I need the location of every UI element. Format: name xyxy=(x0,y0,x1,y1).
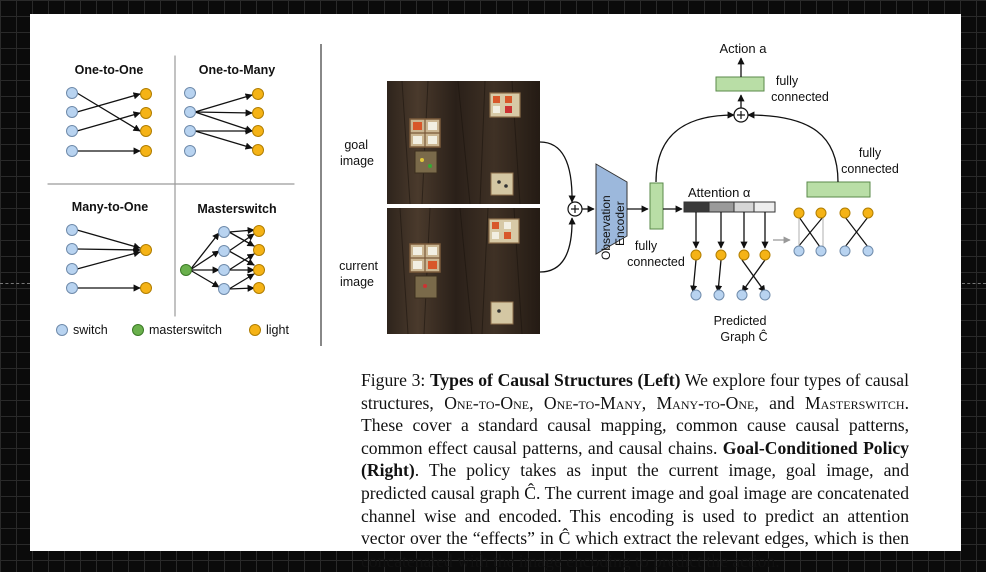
attention-to-graph-arrows xyxy=(692,212,769,249)
light-nodes-one-to-one xyxy=(140,88,152,157)
legend-light-swatch xyxy=(249,324,261,336)
extracted-edges-graph xyxy=(793,207,874,257)
edges-fc-box xyxy=(806,181,871,198)
caption-bold-1: Types of Causal Structures (Left) xyxy=(429,370,681,390)
predicted-graph xyxy=(690,249,771,301)
paper-sheet: One-to-One One-to-Many Many-to-One Maste… xyxy=(30,14,961,551)
caption-text-2: , xyxy=(529,392,544,413)
caption-sc-3: Many-to-One xyxy=(656,392,755,413)
caption-sc-4: Masterswitch xyxy=(804,392,905,413)
attention-vector xyxy=(683,201,776,213)
observation-encoder xyxy=(595,163,628,255)
legend-masterswitch-swatch xyxy=(132,324,144,336)
switch-nodes-many-to-one xyxy=(66,224,78,294)
encoding-to-plus-curve xyxy=(655,111,735,183)
caption-prefix: Figure 3: xyxy=(361,370,430,390)
goal-label-line1: goal xyxy=(344,138,368,152)
causal-structures-figure: One-to-One One-to-Many Many-to-One Maste… xyxy=(47,55,295,337)
encoder-label-line1: Observation xyxy=(599,195,613,260)
encoder-label-line2: Encoder xyxy=(613,201,627,246)
switch-nodes-one-to-one xyxy=(66,87,78,157)
goal-label-line2: image xyxy=(340,154,374,168)
right-edge-dashes xyxy=(962,283,986,284)
light-nodes-one-to-many xyxy=(252,88,264,156)
light-nodes-masterswitch xyxy=(253,225,265,294)
light-nodes-many-to-one xyxy=(140,244,152,294)
figure-canvas: One-to-One One-to-Many Many-to-One Maste… xyxy=(47,41,899,346)
action-fc-box xyxy=(715,76,765,92)
fc-right-line1: fully xyxy=(859,146,882,160)
switch-nodes-masterswitch xyxy=(218,226,230,295)
current-label-line1: current xyxy=(339,259,378,273)
fc-bottom-line1: fully xyxy=(635,239,658,253)
predicted-graph-label-line2: Graph Ĉ xyxy=(720,329,767,344)
current-label-line2: image xyxy=(340,275,374,289)
fc-right-line2: connected xyxy=(841,162,899,176)
goal-to-concat-arrow xyxy=(539,141,576,203)
caption-text-1: We explore four types of causal structur… xyxy=(361,370,909,413)
legend-masterswitch-label: masterswitch xyxy=(149,323,222,337)
edges-to-plus-curve xyxy=(747,111,839,183)
left-edge-dashes xyxy=(0,283,30,284)
encoding-fc-box xyxy=(649,182,664,230)
graph-one-to-many xyxy=(194,93,253,150)
caption-bold-2: Goal-Conditioned Policy (Right) xyxy=(361,437,909,481)
graph-masterswitch xyxy=(189,226,255,292)
panel-title-many-to-one: Many-to-One xyxy=(72,200,148,214)
goal-conditioned-policy-figure: goal image current image xyxy=(339,41,899,344)
panel-title-one-to-one: One-to-One xyxy=(75,63,144,77)
fc-top-line2: connected xyxy=(771,90,829,104)
fc-bottom-line2: connected xyxy=(627,255,685,269)
legend-light-label: light xyxy=(266,323,289,337)
caption-text-6: . The policy takes as input the current … xyxy=(361,460,909,571)
panel-title-masterswitch: Masterswitch xyxy=(197,202,276,216)
caption-sc-1: One-to-One xyxy=(444,392,530,413)
caption-sc-2: One-to-Many xyxy=(543,392,642,413)
switch-nodes-one-to-many xyxy=(184,87,196,157)
legend-switch-swatch xyxy=(56,324,68,336)
legend: switch masterswitch light xyxy=(56,323,289,337)
masterswitch-node xyxy=(180,264,192,276)
current-to-concat-arrow xyxy=(539,217,576,273)
legend-switch-label: switch xyxy=(73,323,108,337)
graph-one-to-one xyxy=(76,92,141,155)
predicted-graph-label-line1: Predicted xyxy=(714,314,767,328)
action-label: Action a xyxy=(720,41,768,56)
panel-title-one-to-many: One-to-Many xyxy=(199,63,275,77)
caption-text-5: . These cover a standard causal mapping,… xyxy=(361,392,910,458)
attention-label: Attention α xyxy=(688,185,751,200)
current-image xyxy=(387,207,540,335)
caption-text-4: , and xyxy=(754,392,805,413)
caption-text-3: , xyxy=(641,392,657,413)
figure-caption: Figure 3: Types of Causal Structures (Le… xyxy=(361,369,909,572)
graph-many-to-one xyxy=(76,229,141,292)
goal-image xyxy=(387,80,540,205)
fc-top-line1: fully xyxy=(776,74,799,88)
